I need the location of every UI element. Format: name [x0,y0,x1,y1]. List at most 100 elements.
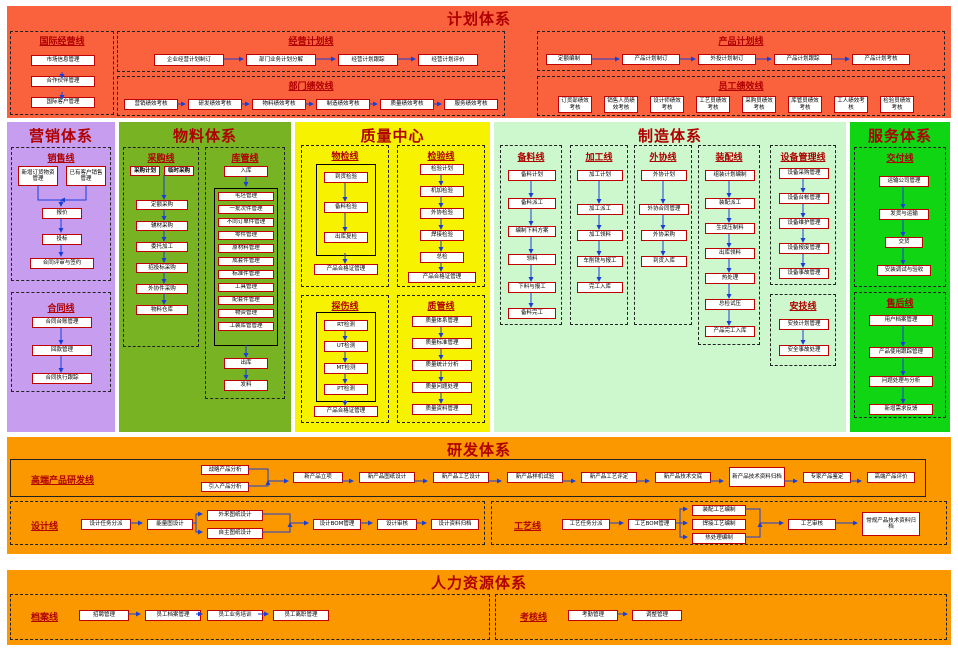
prod-plan-item[interactable]: 外投计划制订 [698,54,756,65]
flaw-item[interactable]: PT检测 [324,384,368,395]
hiend-item[interactable]: 新产品图纸设计 [359,472,415,483]
process-item[interactable]: 常规产品技术资料归档 [862,512,920,536]
sales-item[interactable]: 合同评审与签约 [30,258,94,269]
process-item[interactable]: 工艺BOM管理 [628,519,676,530]
purchase-item[interactable]: 外协件采购 [136,284,188,294]
intl-customer[interactable]: 国际客户管理 [31,97,95,108]
inspect-item[interactable]: 外协检验 [420,208,464,219]
equip-item[interactable]: 设备报废管理 [779,243,829,254]
qm-item[interactable]: 质量问题处理 [412,382,472,393]
prep-item[interactable]: 领料 [508,254,556,265]
equip-item[interactable]: 设备维护管理 [779,218,829,229]
stock-item[interactable]: 成套件管理 [218,257,274,266]
after-item[interactable]: 新增需求反馈 [869,404,933,415]
stock-item[interactable]: 原材料管理 [218,244,274,253]
purchase-item[interactable]: 临时采购 [164,166,194,176]
equip-item[interactable]: 设备采购管理 [779,168,829,179]
deliver-item[interactable]: 运输公司管理 [879,176,929,187]
inspect-item[interactable]: 产品合格证管理 [408,272,476,283]
biz-plan-item[interactable]: 部门业务计划分解 [246,54,316,66]
stock-item[interactable]: 标准件管理 [218,270,274,279]
stock-item[interactable]: 出库 [224,358,268,369]
design-item[interactable]: 设计BOM管理 [313,519,361,530]
flaw-item[interactable]: 产品合格证管理 [314,406,378,417]
archive-item[interactable]: 员工离职管理 [273,610,329,621]
after-item[interactable]: 问题处理与分析 [869,376,933,387]
design-item[interactable]: 自主图纸设计 [207,528,263,539]
emp-perf-item[interactable]: 检验员绩效考核 [880,96,914,113]
assembly-item[interactable]: 装配派工 [705,198,755,209]
stock-item[interactable]: 入库 [224,166,268,177]
deliver-item[interactable]: 发货与运输 [879,209,929,220]
contract-item[interactable]: 回款管理 [32,345,92,356]
prep-item[interactable]: 备料派工 [508,198,556,209]
after-item[interactable]: 用户档案管理 [869,315,933,326]
prep-item[interactable]: 编制下料方案 [508,226,556,237]
process-item[interactable]: 工艺审核 [788,519,836,530]
prod-plan-item[interactable]: 产品计划制订 [622,54,680,65]
design-item[interactable]: 外来图纸设计 [207,510,263,521]
inspect-item[interactable]: 总检 [420,252,464,263]
hiend-item[interactable]: 新产品技术资料归档 [729,467,785,487]
material-check-item[interactable]: 备料检验 [324,202,368,213]
assembly-item[interactable]: 组装计划编制 [705,170,755,181]
purchase-item[interactable]: 物料仓库 [136,305,188,315]
prep-item[interactable]: 下料与报工 [508,282,556,293]
deliver-item[interactable]: 交货 [885,237,923,248]
equip-item[interactable]: 设备事故管理 [779,268,829,279]
outsource-item[interactable]: 外协计划 [641,170,687,181]
emp-perf-item[interactable]: 销售人员绩效考核 [604,96,638,113]
assembly-item[interactable]: 生成压制料 [705,223,755,234]
process-item[interactable]: 焊接工艺编制 [692,519,746,530]
material-check-item[interactable]: 出库复检 [324,232,368,243]
material-check-item[interactable]: 到货检验 [324,172,368,183]
sales-item[interactable]: 已有客户销售管理 [66,166,106,186]
equip-item[interactable]: 设备台帐管理 [779,193,829,204]
archive-item[interactable]: 员工业务培训 [207,610,263,621]
material-check-item[interactable]: 产品合格证管理 [314,264,378,275]
after-item[interactable]: 产品使用跟踪管理 [869,347,933,358]
sales-item[interactable]: 新增订货物资管理 [18,166,58,186]
machining-item[interactable]: 完工入库 [577,282,623,293]
hiend-item[interactable]: 新产品工艺评定 [581,472,637,483]
assess-item[interactable]: 调整管理 [632,610,682,621]
outsource-item[interactable]: 到货入库 [641,256,687,267]
contract-item[interactable]: 合同执行跟踪 [32,373,92,384]
emp-perf-item[interactable]: 采购员绩效考核 [742,96,776,113]
prod-plan-item[interactable]: 产品计划跟踪 [774,54,832,65]
assembly-item[interactable]: 出库领料 [705,248,755,259]
stock-item[interactable]: 工装库管管理 [218,322,274,331]
machining-item[interactable]: 加工计划 [577,170,623,181]
stock-item[interactable]: 物资管理 [218,309,274,318]
hiend-item[interactable]: 新产品技术交底 [655,472,711,483]
dept-perf-item[interactable]: 物料绩效考核 [252,99,306,110]
hiend-item[interactable]: 专家产品鉴定 [803,472,851,483]
intl-market[interactable]: 市场信息管理 [31,55,95,66]
flaw-item[interactable]: MT检测 [324,363,368,374]
dept-perf-item[interactable]: 营销绩效考核 [124,99,178,110]
safety-item[interactable]: 安技计划管理 [779,319,829,330]
hiend-item[interactable]: 高端产品评价 [867,472,915,483]
emp-perf-item[interactable]: 工人绩效考核 [834,96,868,113]
biz-plan-item[interactable]: 企业经营计划制订 [154,54,224,66]
stock-item[interactable]: 配套件管理 [218,296,274,305]
assembly-item[interactable]: 总检试压 [705,299,755,310]
safety-item[interactable]: 安全事故处理 [779,345,829,356]
dept-perf-item[interactable]: 制造绩效考核 [316,99,370,110]
prep-item[interactable]: 备料完工 [508,308,556,319]
purchase-item[interactable]: 定额采购 [136,200,188,210]
dept-perf-item[interactable]: 服务绩效考核 [444,99,498,110]
emp-perf-item[interactable]: 设计师绩效考核 [650,96,684,113]
process-item[interactable]: 热处理编制 [692,533,746,544]
qm-item[interactable]: 质量统计分析 [412,360,472,371]
machining-item[interactable]: 车削铣与报工 [577,256,623,267]
purchase-item[interactable]: 采购计划 [130,166,160,176]
process-item[interactable]: 装配工艺编制 [692,505,746,516]
stock-item[interactable]: 不同订单件管理 [218,218,274,227]
biz-plan-item[interactable]: 经营计划跟踪 [338,54,398,66]
intl-partner[interactable]: 合作伙伴管理 [31,76,95,87]
purchase-item[interactable]: 辅材采购 [136,221,188,231]
qm-item[interactable]: 质量体系管理 [412,316,472,327]
inspect-item[interactable]: 检验计划 [420,164,464,175]
prod-plan-item[interactable]: 产品计划考核 [852,54,910,65]
